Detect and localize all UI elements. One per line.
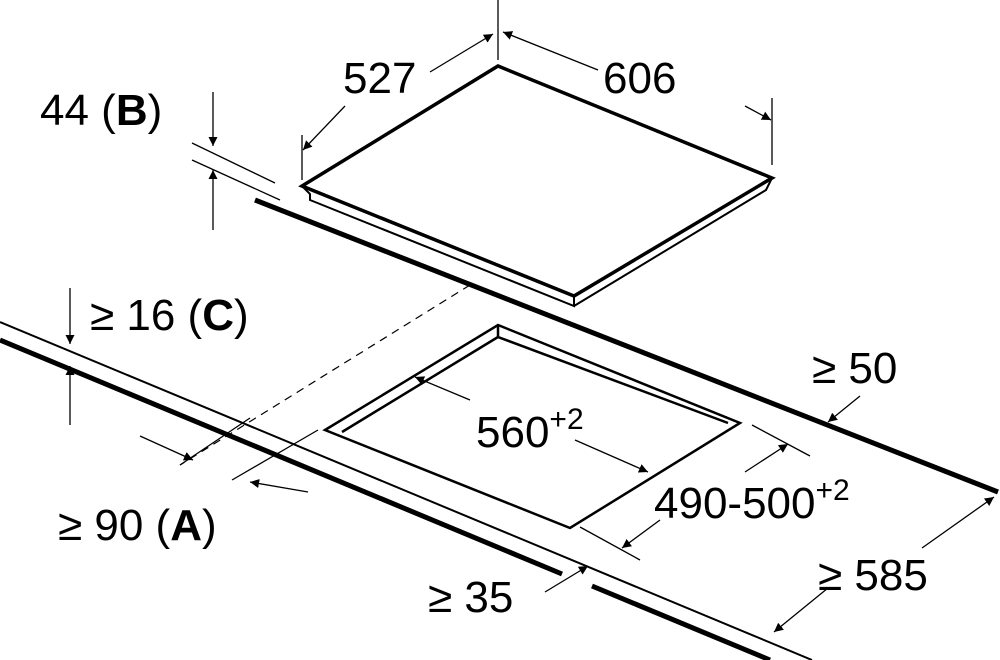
back-distance-label: ≥ 50 — [812, 344, 897, 393]
cutout-depth-label: 490-500+2 — [654, 474, 850, 528]
cooktop — [298, 64, 776, 308]
worktop-depth-label: ≥ 585 — [818, 551, 928, 600]
cooktop-thickness-label: 44 (B) — [40, 86, 162, 135]
worktop-front-edge — [0, 321, 813, 660]
front-distance-label: ≥ 35 — [428, 573, 513, 622]
projection-line — [179, 284, 471, 466]
cooktop-width-label: 606 — [603, 54, 676, 103]
cooktop-depth-label: 527 — [343, 54, 416, 103]
cutout-width-label: 560+2 — [476, 403, 584, 457]
worktop-thickness-label: ≥ 16 (C) — [90, 291, 249, 340]
worktop-back-edge — [254, 197, 999, 495]
dimension-lines — [65, 0, 995, 633]
wall-distance-label: ≥ 90 (A) — [58, 501, 217, 550]
